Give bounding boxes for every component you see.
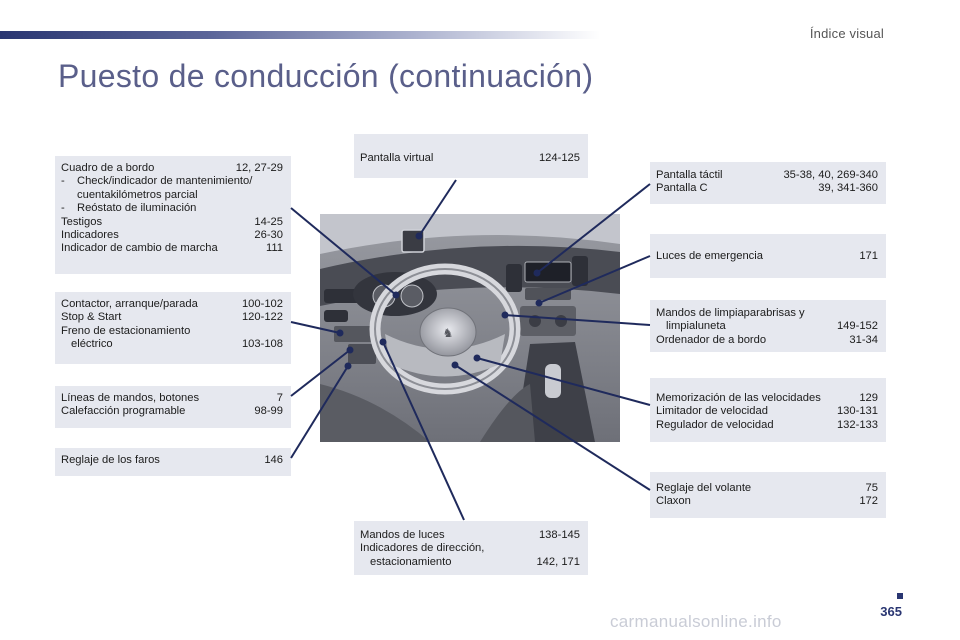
page-ref[interactable]: 142, 171 (536, 555, 580, 568)
page-ref[interactable]: 146 (264, 454, 283, 466)
page-ref[interactable]: 14-25 (254, 215, 283, 228)
page-title: Puesto de conducción (continuación) (58, 58, 594, 94)
page-ref[interactable]: 26-30 (254, 229, 283, 242)
header-accent-bar (0, 31, 600, 39)
page-ref[interactable]: 98-99 (254, 405, 283, 418)
row: Indicadores de dirección, (360, 542, 485, 555)
box-limpiaparabrisas: Mandos de limpiaparabrisas y limpialunet… (650, 300, 886, 352)
page-ref[interactable]: 103-108 (241, 338, 283, 351)
footer-marker (897, 593, 903, 599)
page-ref[interactable]: 130-131 (836, 405, 878, 418)
page-ref[interactable]: 31-34 (849, 333, 878, 346)
page-number: 365 (880, 604, 902, 619)
section-title: Índice visual (809, 26, 884, 41)
row: -Check/indicador de mantenimiento/ cuent… (61, 175, 253, 201)
page-ref[interactable]: 12, 27-29 (235, 162, 283, 174)
page-ref[interactable]: 75 (865, 482, 878, 494)
page-ref[interactable]: 124-125 (538, 152, 580, 164)
row: -Reóstato de iluminación (61, 202, 197, 215)
page-ref[interactable]: 172 (859, 495, 878, 508)
watermark: carmanualsonline.info (610, 612, 782, 631)
svg-text:♞: ♞ (443, 326, 454, 340)
page-ref[interactable]: 129 (859, 392, 878, 404)
page-ref[interactable]: 7 (276, 392, 283, 404)
page-ref[interactable]: 39, 341-360 (818, 182, 878, 195)
row: Mandos de limpiaparabrisas y (656, 307, 805, 319)
page-ref[interactable]: 132-133 (836, 418, 878, 431)
dashboard-illustration: ♞ (320, 214, 620, 442)
page-ref[interactable]: 35-38, 40, 269-340 (783, 169, 878, 181)
page-ref[interactable]: 171 (859, 250, 878, 262)
page-ref[interactable]: 120-122 (241, 311, 283, 324)
page-ref[interactable]: 138-145 (538, 529, 580, 541)
row: Freno de estacionamiento (61, 324, 191, 337)
page-ref[interactable]: 149-152 (836, 320, 878, 333)
page-ref[interactable]: 111 (265, 242, 283, 255)
page-ref[interactable]: 100-102 (241, 298, 283, 310)
